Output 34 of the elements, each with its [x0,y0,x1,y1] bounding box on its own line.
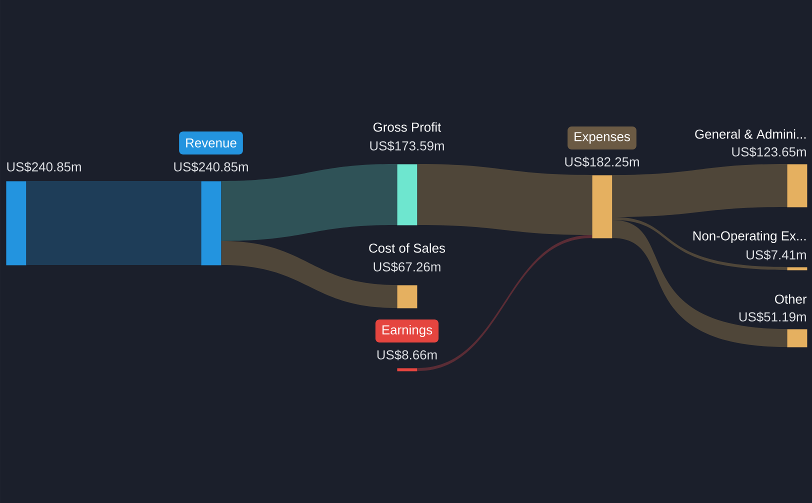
flow-node [695,129,808,208]
flow-band [612,164,787,217]
value-label: US$182.25m [565,156,639,168]
flow-node [739,294,808,348]
category-badge: Earnings [375,320,439,342]
flow-node [370,122,444,226]
category-label: Other [775,294,807,304]
value-label: US$67.26m [374,262,440,272]
flow-band [221,164,397,241]
category-label: Cost of Sales [369,243,446,253]
flow-node [565,126,639,238]
value-label: US$51.19m [739,312,806,322]
value-label: US$8.66m [377,350,437,360]
flow-node [693,230,808,270]
flow-band [612,220,787,347]
flow-node [6,162,81,266]
category-label: Non-Operating Ex... [693,230,806,244]
flow-band [221,241,397,308]
flow-node [375,320,439,372]
category-label: General & Admini... [695,129,806,139]
flow-band [26,181,201,265]
flow-band [612,217,787,270]
value-label: US$240.85m [7,162,81,172]
flow-node [369,243,446,308]
value-label: US$7.41m [746,250,806,260]
category-label: Gross Profit [373,122,442,132]
flow-band [417,235,592,371]
value-label: US$240.85m [174,162,248,172]
value-label: US$123.65m [732,146,806,158]
value-label: US$173.59m [370,140,444,152]
flow-band [417,164,592,235]
flow-node [174,132,248,266]
category-badge: Expenses [568,126,636,150]
category-badge: Revenue [179,132,243,154]
